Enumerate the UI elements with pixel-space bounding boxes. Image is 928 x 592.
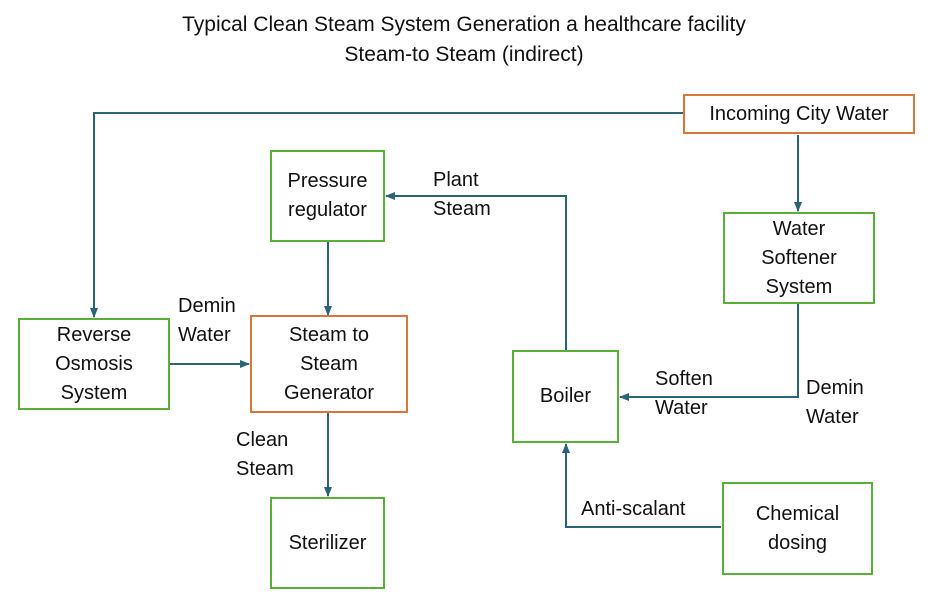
diagram-title-line2: Steam-to Steam (indirect): [344, 43, 584, 66]
node-label: regulator: [288, 199, 367, 221]
node-label: Incoming City Water: [709, 102, 889, 125]
arrow-boiler-to-regulator: [385, 192, 567, 350]
node-label: dosing: [768, 531, 827, 554]
edge-label-demin-water-left: Demin Water: [178, 292, 236, 350]
node-label: Softener: [761, 246, 837, 269]
node-sterilizer: Sterilizer: [270, 497, 385, 589]
arrow-chemical-to-boiler: [562, 443, 721, 528]
edge-label-plant-steam: Plant Steam: [433, 166, 491, 224]
edge-label-text: Clean: [236, 429, 289, 451]
arrow-softener-to-boiler: [619, 304, 799, 401]
node-label: Chemical: [755, 502, 840, 525]
node-label: Steam to: [288, 323, 370, 346]
edge-label-text: Water: [806, 406, 859, 428]
node-label: Water: [772, 217, 826, 240]
diagram-title-line1: Typical Clean Steam System Generation a …: [182, 13, 746, 36]
node-label: Pressure: [287, 170, 368, 192]
node-pressure-regulator: Pressure regulator: [270, 150, 385, 242]
edge-label-text: Water: [178, 324, 231, 346]
node-water-softener-system: Water Softener System: [723, 212, 875, 304]
edge-label-text: Demin: [806, 377, 864, 399]
node-steam-to-steam-generator: Steam to Steam Generator: [250, 315, 408, 413]
edge-label-text: Anti-scalant: [581, 498, 686, 520]
node-label: Generator: [283, 381, 375, 404]
edge-label-text: Water: [655, 397, 708, 419]
arrow-citywater-to-ro: [90, 112, 684, 318]
edge-label-soften-water: Soften Water: [655, 365, 713, 423]
node-label: Steam: [300, 352, 358, 375]
node-boiler: Boiler: [512, 350, 619, 443]
edge-label-text: Steam: [433, 198, 491, 220]
node-label: Boiler: [539, 385, 592, 407]
edge-label-clean-steam: Clean Steam: [236, 426, 294, 484]
edge-label-anti-scalant: Anti-scalant: [581, 495, 686, 524]
edge-label-text: Demin: [178, 295, 236, 317]
node-incoming-city-water: Incoming City Water: [683, 94, 915, 134]
edge-label-text: Steam: [236, 458, 294, 480]
node-label: Sterilizer: [288, 531, 367, 554]
edge-label-text: Soften: [655, 368, 713, 390]
node-label: System: [765, 275, 833, 298]
node-chemical-dosing: Chemical dosing: [722, 482, 873, 575]
node-reverse-osmosis-system: Reverse Osmosis System: [18, 318, 170, 410]
edge-label-text: Plant: [433, 169, 479, 191]
node-label: Reverse: [56, 323, 132, 346]
node-label: System: [60, 381, 128, 404]
node-label: Osmosis: [55, 352, 133, 375]
edge-label-demin-water-right: Demin Water: [806, 374, 864, 432]
